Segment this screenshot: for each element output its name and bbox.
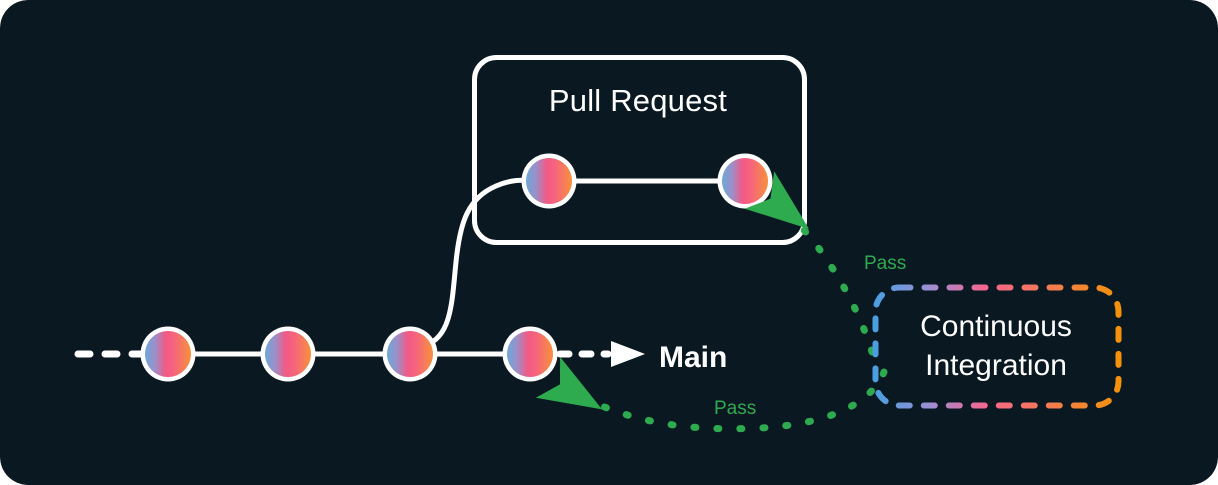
pass-arrow-to-main bbox=[535, 356, 888, 433]
pr-commit-2[interactable] bbox=[717, 153, 773, 209]
branch-curve bbox=[423, 177, 531, 348]
main-commit-3[interactable] bbox=[382, 326, 438, 382]
continuous-integration-label-line1: Continuous bbox=[920, 310, 1072, 343]
pass-label-pull-request: Pass bbox=[864, 253, 906, 274]
main-arrowhead-icon bbox=[611, 341, 645, 367]
main-branch-label: Main bbox=[659, 341, 727, 374]
main-commit-2[interactable] bbox=[260, 326, 316, 382]
pass-label-main: Pass bbox=[714, 398, 756, 419]
pull-request-box bbox=[472, 55, 807, 245]
pull-request-label: Pull Request bbox=[549, 83, 727, 118]
pass-arrow-to-pull-request bbox=[744, 171, 876, 356]
pr-commit-1[interactable] bbox=[521, 153, 577, 209]
continuous-integration-box bbox=[872, 284, 1122, 409]
main-commit-4[interactable] bbox=[502, 326, 558, 382]
main-commit-1[interactable] bbox=[140, 326, 196, 382]
continuous-integration-label-line2: Integration bbox=[925, 349, 1067, 382]
